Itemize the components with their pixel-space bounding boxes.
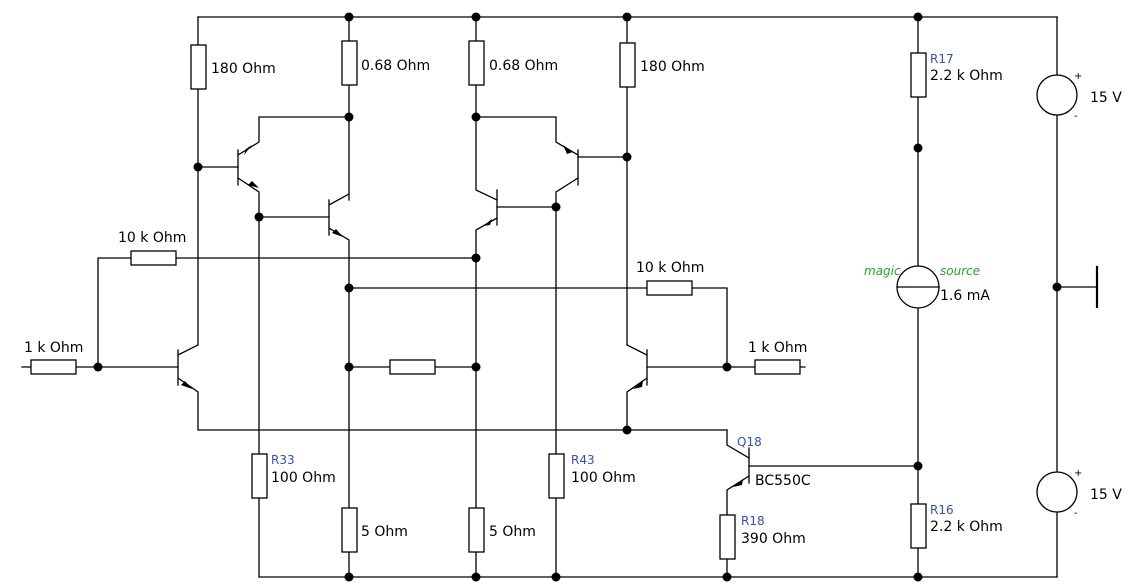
label-magic: magic	[864, 264, 901, 278]
vsrc-top-plus: +	[1074, 71, 1082, 82]
voltage-source-top	[1036, 74, 1078, 116]
label-current-value: 1.6 mA	[940, 288, 990, 304]
label-5-a: 5 Ohm	[361, 524, 408, 540]
label-q18-ref: Q18	[737, 435, 762, 449]
resistor-068-a	[341, 40, 358, 86]
label-1k-left: 1 k Ohm	[24, 340, 83, 356]
label-180-right: 180 Ohm	[640, 59, 705, 75]
resistor-180-left	[190, 44, 207, 90]
resistor-r16	[910, 503, 927, 549]
resistor-r43	[548, 453, 565, 499]
label-r16-ref: R16	[930, 503, 954, 517]
resistor-5-a	[341, 507, 358, 553]
resistor-180-right	[619, 42, 636, 88]
vsrc-top-value: 15 V	[1090, 90, 1122, 106]
junction-dots	[93, 12, 1062, 582]
resistor-10k-right	[646, 280, 693, 296]
resistor-10k-left	[130, 250, 177, 266]
emitter-arrows	[181, 145, 743, 487]
label-r17-val: 2.2 k Ohm	[930, 68, 1003, 84]
label-10k-right: 10 k Ohm	[636, 260, 704, 276]
label-180-left: 180 Ohm	[211, 61, 276, 77]
labels: 180 Ohm 0.68 Ohm 0.68 Ohm 180 Ohm R17 2.…	[24, 52, 1122, 547]
sources	[896, 74, 1078, 513]
label-068-b: 0.68 Ohm	[489, 58, 558, 74]
label-r18-val: 390 Ohm	[741, 531, 806, 547]
vsrc-bottom-value: 15 V	[1090, 487, 1122, 503]
vsrc-bottom-plus: +	[1074, 468, 1082, 479]
label-r18-ref: R18	[741, 514, 765, 528]
resistor-5-b	[468, 507, 485, 553]
resistor-1k-right	[754, 359, 801, 375]
voltage-source-bottom	[1036, 471, 1078, 513]
vsrc-bottom-minus: -	[1074, 508, 1078, 519]
resistors	[30, 40, 927, 560]
resistor-r33	[251, 453, 268, 499]
label-1k-right: 1 k Ohm	[748, 340, 807, 356]
magic-current-source	[896, 265, 940, 309]
vsrc-top-minus: -	[1074, 111, 1078, 122]
label-q18-model: BC550C	[755, 473, 811, 489]
resistor-1k-left	[30, 359, 77, 375]
resistor-r18	[719, 514, 736, 560]
label-r33-ref: R33	[271, 453, 295, 467]
label-r16-val: 2.2 k Ohm	[930, 519, 1003, 535]
label-5-b: 5 Ohm	[489, 524, 536, 540]
label-r33-val: 100 Ohm	[271, 470, 336, 486]
label-source: source	[940, 264, 980, 278]
label-10k-left: 10 k Ohm	[118, 230, 186, 246]
resistor-bridge	[389, 359, 436, 375]
resistor-068-b	[468, 40, 485, 86]
label-068-a: 0.68 Ohm	[361, 58, 430, 74]
label-r17-ref: R17	[930, 52, 954, 66]
label-r43-val: 100 Ohm	[571, 470, 636, 486]
label-r43-ref: R43	[571, 453, 595, 467]
resistor-r17	[910, 52, 927, 98]
